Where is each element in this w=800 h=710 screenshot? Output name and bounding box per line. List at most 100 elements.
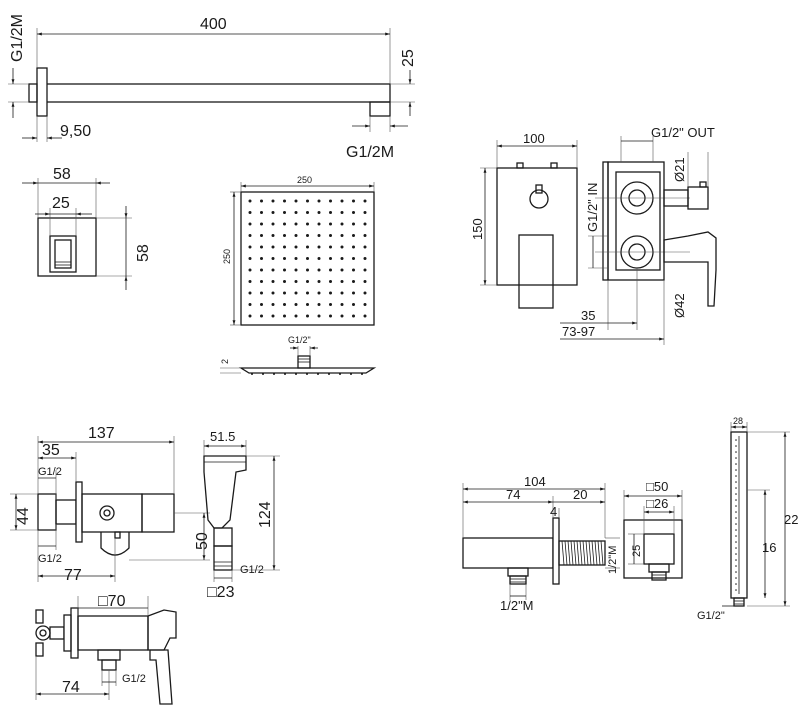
outlet-thread-length-label: 20: [573, 487, 587, 502]
flange-outer: [37, 217, 97, 277]
hand-shower-nozzle-dot: [735, 571, 737, 573]
hand-shower-thread-label: G1/2": [697, 610, 725, 622]
mixer-handle: [518, 234, 554, 309]
angle-thread-label: G1/2: [122, 673, 146, 685]
wall-flange-drawing: 58 25 58: [22, 166, 152, 290]
nozzle-dot: [294, 280, 298, 283]
nozzle-dot: [283, 222, 286, 226]
nozzle-dot: [271, 314, 275, 318]
nozzle-dot: [352, 211, 355, 214]
nozzle-dot: [283, 268, 286, 272]
hand-shower-drawing: 28 22 16 G1/2": [697, 416, 798, 622]
hand-shower-nozzle-dot: [735, 565, 737, 567]
nozzle-dot: [248, 222, 252, 226]
mixer-height-label: 150: [470, 218, 485, 240]
thread-line: [585, 540, 589, 566]
outlet-body-length-label: 74: [506, 487, 520, 502]
outlet-flange-square-label: □50: [646, 479, 668, 494]
handle-dia-label: Ø42: [672, 293, 687, 318]
outlet-side-thread-label: 1/2"M: [607, 546, 619, 574]
flange-inner-label: 25: [52, 195, 70, 212]
bidet-thread-bottom-label: G1/2: [38, 553, 62, 565]
nozzle-dot: [329, 245, 332, 249]
hand-shower-nozzle-dot: [735, 499, 737, 501]
profile-nozzle-dot: [306, 373, 308, 375]
outlet-flange-thickness-label: 4: [550, 504, 557, 519]
shower-arm-outlet: [369, 101, 391, 117]
nozzle-dot: [283, 211, 286, 214]
nozzle-dot: [340, 280, 344, 283]
nozzle-dot: [294, 314, 298, 318]
outlet-height-label: 25: [631, 545, 643, 557]
head-height-label: 250: [222, 249, 232, 264]
nozzle-dot: [317, 199, 321, 203]
nozzle-dot: [248, 234, 252, 237]
wall-outlet-thread: [558, 540, 606, 566]
outlet-total-length-label: 104: [524, 474, 546, 489]
hand-shower-nozzle-dot: [735, 541, 737, 543]
nozzle-dot: [363, 257, 367, 260]
nozzle-dot: [271, 245, 275, 249]
profile-nozzle-dot: [295, 373, 297, 375]
thread-line: [573, 540, 577, 566]
hand-shower-nozzles: [735, 439, 737, 591]
flange-port: [54, 239, 72, 269]
nozzle-dot: [317, 303, 321, 306]
nozzle-dot: [248, 280, 252, 283]
nozzle-dot: [306, 199, 309, 203]
nozzle-dot: [294, 211, 298, 214]
hand-shower-nozzle-dot: [735, 577, 737, 579]
nozzle-dot: [294, 245, 298, 249]
bidet-valve-drawing: 137 35 G1/2 44 G1/2 77 50: [10, 425, 211, 584]
bidet-handle: [141, 493, 175, 533]
nozzle-dot: [248, 211, 252, 214]
outlet-thread-label: 1/2"M: [500, 598, 534, 613]
nozzle-dot: [317, 280, 321, 283]
hand-shower-nozzle-dot: [735, 517, 737, 519]
nozzle-dot: [294, 268, 298, 272]
head-thickness-label: 2: [220, 359, 230, 364]
nozzle-dot: [352, 303, 355, 306]
depth-min-label: 35: [581, 308, 595, 323]
bidet-offset-label: 35: [42, 442, 60, 459]
hand-spray-drawing: 51.5 124 G1/2 □23: [203, 429, 280, 601]
nozzle-dot: [352, 257, 355, 260]
hand-shower-nozzle-dot: [735, 583, 737, 585]
arm-height-label: 25: [400, 49, 417, 67]
nozzle-dot: [248, 199, 252, 203]
nozzle-dot: [271, 257, 275, 260]
lever-side: [663, 231, 717, 307]
outlet-body-square-label: □26: [646, 496, 668, 511]
profile-nozzle-dot: [251, 373, 253, 375]
nozzle-dot: [306, 268, 309, 272]
profile-nozzle-dot: [317, 373, 319, 375]
head-connection-label: G1/2": [288, 335, 311, 345]
angle-valve-knob: [35, 625, 51, 641]
nozzle-dot: [340, 234, 344, 237]
nozzle-dot: [283, 234, 286, 237]
profile-nozzle-dot: [273, 373, 275, 375]
shower-head-profile-nozzles: [251, 373, 363, 375]
nozzle-dot: [271, 222, 275, 226]
nozzle-dot: [340, 245, 344, 249]
nozzle-dot: [294, 199, 298, 203]
nozzle-dot: [329, 314, 332, 318]
hand-shower-grip-label: 16: [762, 540, 776, 555]
nozzle-dot: [271, 268, 275, 272]
nozzle-dot: [248, 268, 252, 272]
nozzle-dot: [294, 234, 298, 237]
nozzle-dot: [271, 291, 275, 295]
nozzle-dot: [306, 257, 309, 260]
nozzle-dot: [329, 280, 332, 283]
nozzle-dot: [294, 291, 298, 295]
hand-shower-nozzle-dot: [735, 523, 737, 525]
flange-height-label: 58: [135, 244, 152, 262]
mixer-plate: [496, 167, 578, 286]
thread-line: [588, 540, 592, 566]
nozzle-dot: [271, 199, 275, 203]
hand-shower-nozzle-dot: [735, 589, 737, 591]
nozzle-dot: [283, 280, 286, 283]
mixer-width-label: 100: [523, 131, 545, 146]
hand-spray-base: [213, 545, 233, 571]
nozzle-dot: [317, 211, 321, 214]
